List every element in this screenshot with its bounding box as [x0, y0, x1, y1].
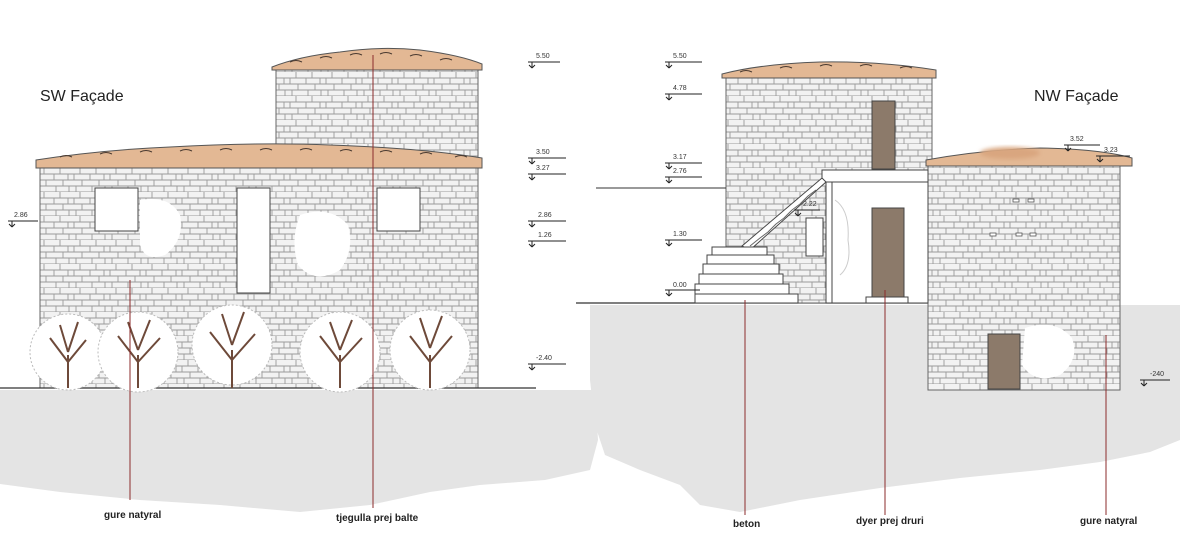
sw-facade-title: SW Façade: [40, 88, 124, 105]
sw-plaster-patch: [294, 211, 351, 277]
nw-tower-wood-panel: [871, 100, 896, 170]
level-label: 2.22: [803, 201, 817, 208]
level-label: 2.86: [538, 212, 552, 219]
level-label: 0.00: [673, 282, 687, 289]
level-label: 5.50: [536, 53, 550, 60]
sw-ground: [0, 390, 598, 512]
level-label: 3.52: [1070, 136, 1084, 143]
callout-sw-clay-tiles: tjegulla prej balte: [336, 513, 419, 524]
level-label: 3.50: [536, 149, 550, 156]
sw-tower-roof: [271, 47, 483, 71]
level-label: 2.86: [14, 212, 28, 219]
sw-plaster-patch: [140, 199, 181, 258]
nw-plaster-patch: [1022, 324, 1075, 379]
nw-tower-roof: [721, 61, 937, 79]
level-label: 3.23: [1104, 147, 1118, 154]
level-label: -240: [1150, 371, 1165, 378]
level-label: 3.17: [673, 154, 687, 161]
level-label: 1.30: [673, 231, 687, 238]
level-label: 2.76: [673, 168, 687, 175]
sw-window: [376, 187, 421, 232]
sw-facade: [0, 47, 598, 512]
nw-wing-door: [987, 333, 1021, 390]
nw-staircase: [694, 177, 827, 304]
sw-main-roof: [35, 143, 483, 169]
callout-nw-wood-door: dyer prej druri: [856, 516, 924, 527]
sw-window: [94, 187, 139, 232]
nw-facade-title: NW Façade: [1034, 88, 1119, 105]
nw-facade: [576, 61, 1180, 515]
nw-porch-door: [871, 207, 905, 299]
level-label: -2.40: [536, 355, 552, 362]
callout-sw-natural-stone: gure natyral: [104, 510, 162, 521]
level-label: 4.78: [673, 85, 687, 92]
callout-nw-concrete: beton: [733, 519, 761, 530]
callout-nw-natural-stone: gure natyral: [1080, 516, 1138, 527]
sw-door-opening: [236, 187, 271, 294]
level-label: 3.27: [536, 165, 550, 172]
level-label: 5.50: [673, 53, 687, 60]
level-label: 1.26: [538, 232, 552, 239]
sw-trees: [29, 304, 471, 393]
